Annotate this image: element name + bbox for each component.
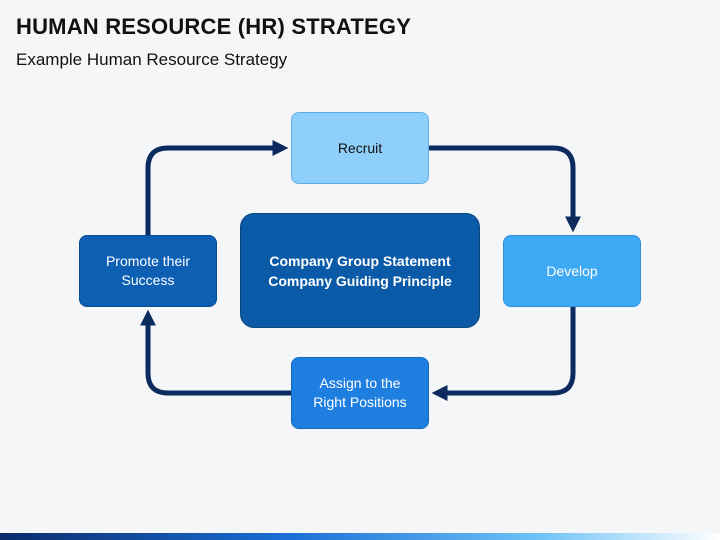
footer-accent-bar [0,533,720,540]
step-recruit: Recruit [291,112,429,184]
page-subtitle: Example Human Resource Strategy [16,50,288,69]
step-develop: Develop [503,235,641,307]
center-statement: Company Group Statement Company Guiding … [240,213,480,328]
arrow-recruit-to-develop [429,145,582,233]
arrow-develop-to-assign [431,307,576,402]
page-title: HUMAN RESOURCE (HR) STRATEGY [16,14,412,39]
arrow-promote-to-recruit [145,139,289,235]
arrow-assign-to-promote [139,309,291,396]
step-assign: Assign to the Right Positions [291,357,429,429]
step-promote: Promote their Success [79,235,217,307]
